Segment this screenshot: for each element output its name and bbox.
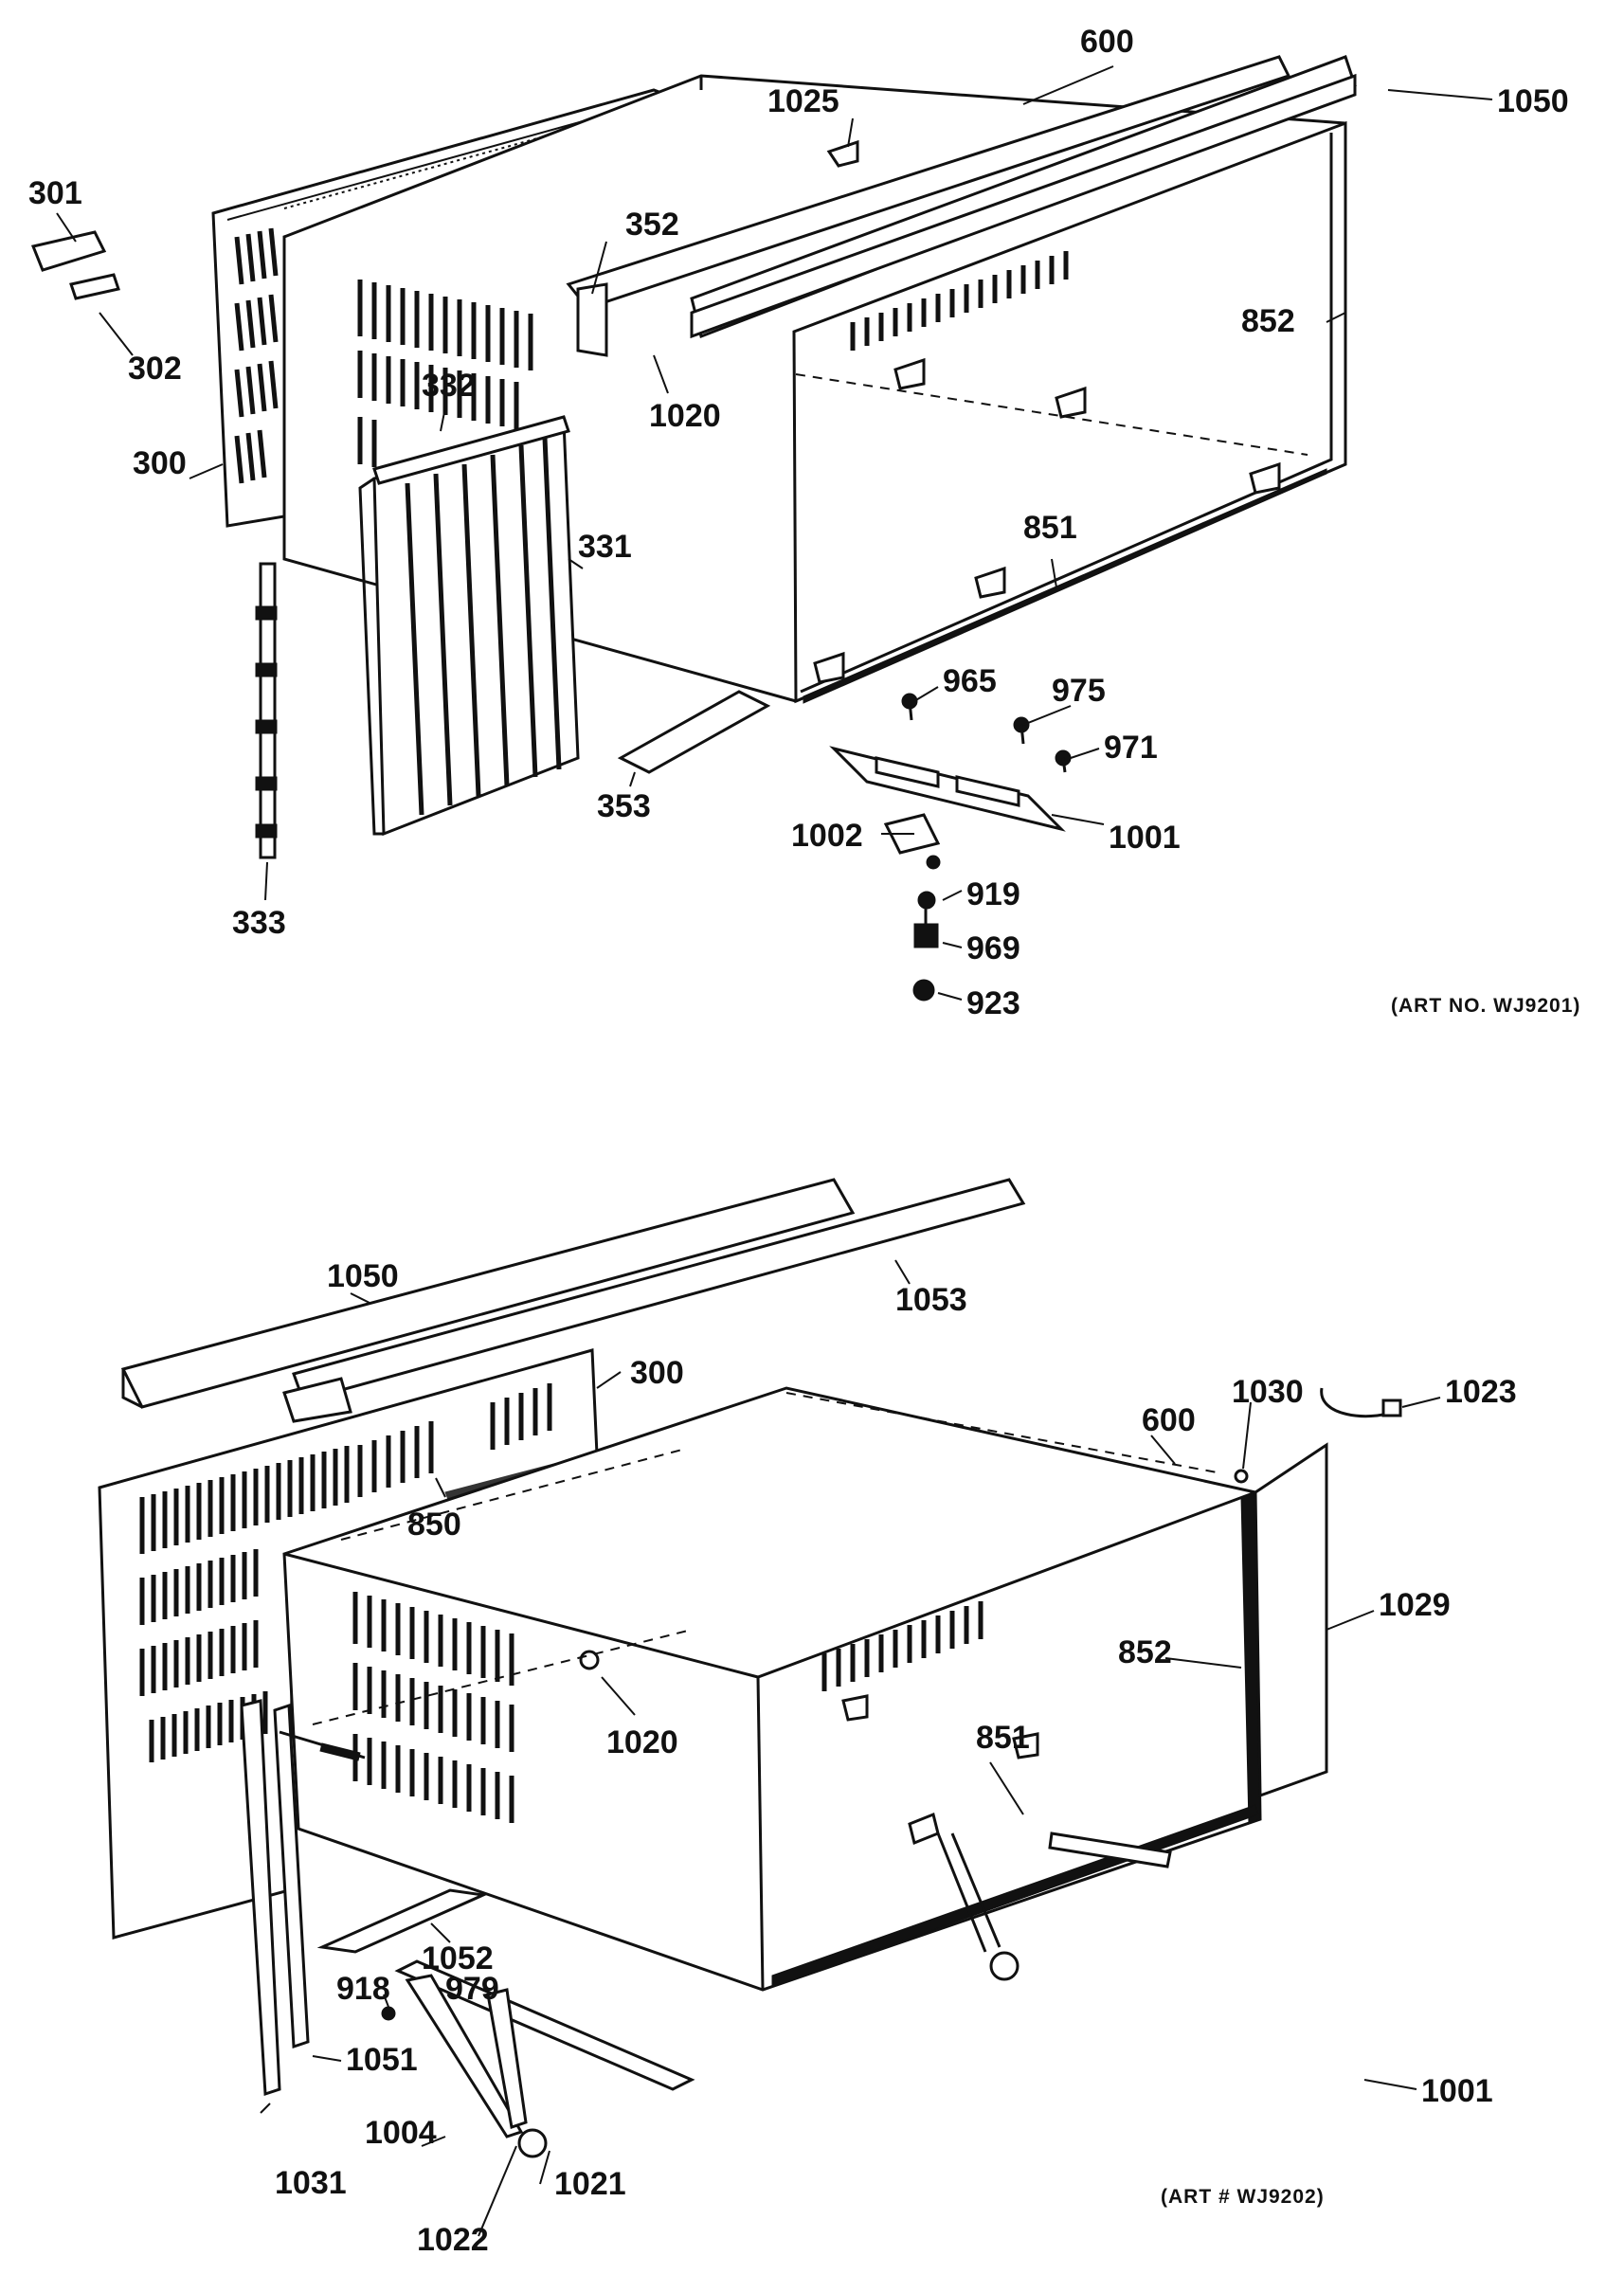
label-1052: 1052 bbox=[422, 1940, 494, 1976]
cabinet-600-bottom bbox=[282, 1386, 1262, 1992]
cabinet-side-grille-bottom bbox=[352, 1592, 514, 1823]
label-852: 852 bbox=[1241, 303, 1295, 339]
bottom-leader-lines bbox=[260, 1259, 1441, 2237]
label-300: 300 bbox=[133, 445, 187, 481]
label-1001: 1001 bbox=[1109, 820, 1181, 856]
label-1051: 1051 bbox=[346, 2042, 418, 2078]
label-851: 851 bbox=[1023, 510, 1077, 546]
art-number-top: (ART NO. WJ9201) bbox=[1391, 995, 1580, 1017]
label-852-bottom: 852 bbox=[1118, 1634, 1172, 1670]
label-979: 979 bbox=[445, 1971, 499, 2007]
side-curtain-331 bbox=[358, 415, 580, 837]
label-1022: 1022 bbox=[417, 2222, 489, 2258]
label-300-bottom: 300 bbox=[630, 1355, 684, 1391]
bottom-exploded-view: 1050 1053 300 1030 1023 600 850 1029 852… bbox=[98, 1178, 1517, 2258]
top-leader-lines bbox=[56, 65, 1493, 1001]
top-exploded-view: 600 1050 1025 301 302 352 852 332 1020 3… bbox=[28, 24, 1580, 1021]
label-851-bottom: 851 bbox=[976, 1720, 1030, 1756]
label-1053: 1053 bbox=[895, 1282, 967, 1318]
cabinet-side-grille bbox=[357, 280, 533, 467]
label-353: 353 bbox=[597, 788, 651, 824]
part-301 bbox=[30, 230, 107, 272]
label-850: 850 bbox=[407, 1507, 461, 1543]
side-brackets-1031-1051 bbox=[240, 1699, 366, 2097]
label-1030: 1030 bbox=[1232, 1374, 1304, 1410]
top-rails-352-1050 bbox=[566, 55, 1357, 357]
panel-1029 bbox=[1254, 1442, 1328, 1798]
label-1020: 1020 bbox=[649, 398, 721, 434]
label-1025: 1025 bbox=[767, 83, 839, 119]
top-rails-1050-1053 bbox=[120, 1178, 1026, 1423]
label-1004: 1004 bbox=[365, 2115, 437, 2151]
label-1001-bottom: 1001 bbox=[1421, 2073, 1493, 2109]
label-1023: 1023 bbox=[1445, 1374, 1517, 1410]
support-1001 bbox=[829, 746, 1066, 855]
label-331: 331 bbox=[578, 529, 632, 565]
channel-353 bbox=[617, 690, 771, 774]
label-1002: 1002 bbox=[791, 818, 863, 854]
label-975: 975 bbox=[1052, 673, 1106, 709]
label-302: 302 bbox=[128, 351, 182, 387]
label-1031: 1031 bbox=[275, 2165, 347, 2201]
label-919: 919 bbox=[966, 876, 1020, 912]
label-301: 301 bbox=[28, 175, 82, 211]
label-1050: 1050 bbox=[1497, 83, 1569, 119]
label-923: 923 bbox=[966, 985, 1020, 1021]
fasteners bbox=[901, 693, 1072, 1002]
label-600-bottom: 600 bbox=[1142, 1402, 1196, 1438]
label-352: 352 bbox=[625, 207, 679, 243]
label-965: 965 bbox=[943, 663, 997, 699]
side-strip-333 bbox=[255, 562, 278, 859]
label-332: 332 bbox=[422, 368, 476, 404]
label-971: 971 bbox=[1104, 730, 1158, 766]
rail-1052 bbox=[316, 1888, 489, 1954]
clip-1030 bbox=[1234, 1469, 1249, 1484]
label-600: 600 bbox=[1080, 24, 1134, 60]
label-1029: 1029 bbox=[1379, 1587, 1451, 1623]
label-333: 333 bbox=[232, 905, 286, 941]
part-302 bbox=[69, 273, 120, 300]
support-1001-bottom bbox=[381, 1812, 1172, 2158]
label-1050-bottom: 1050 bbox=[327, 1258, 399, 1294]
label-969: 969 bbox=[966, 930, 1020, 966]
label-918: 918 bbox=[336, 1971, 390, 2007]
art-number-bottom: (ART # WJ9202) bbox=[1161, 2186, 1325, 2208]
label-1021: 1021 bbox=[554, 2166, 626, 2202]
label-1020-bottom: 1020 bbox=[606, 1724, 678, 1760]
